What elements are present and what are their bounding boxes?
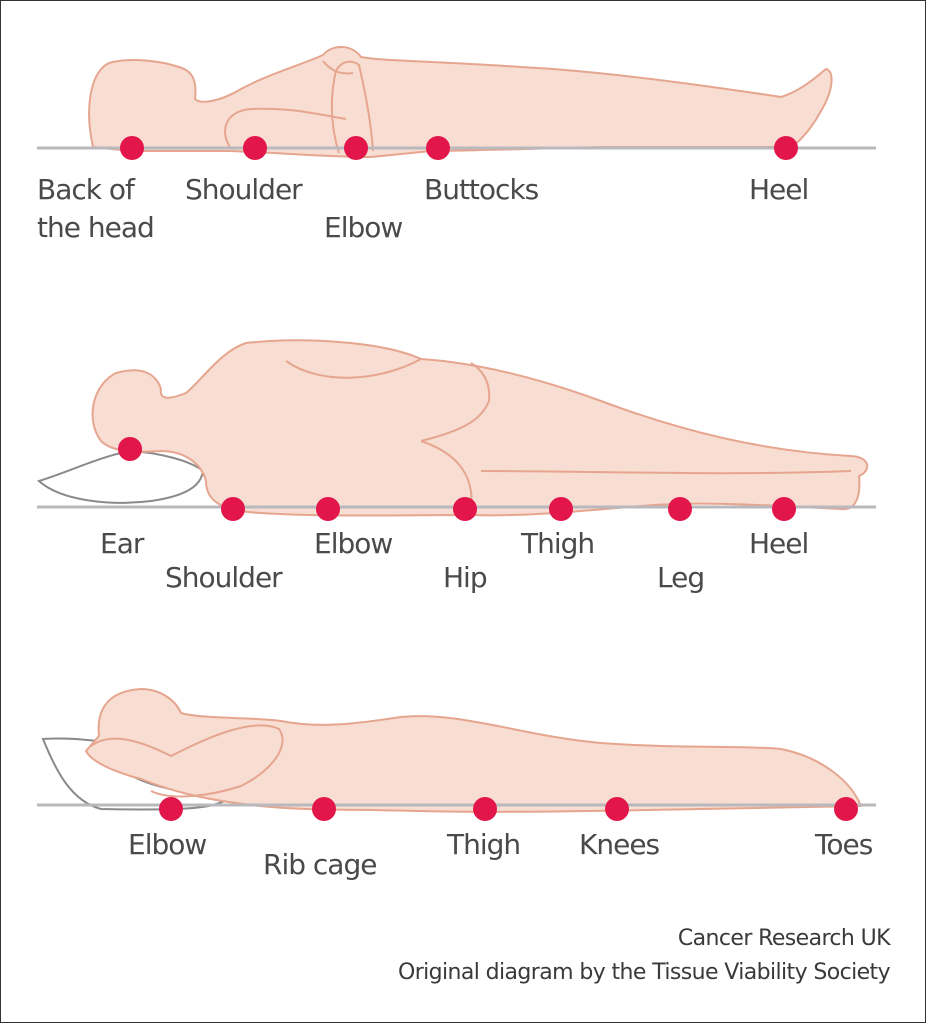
pressure-point (772, 497, 796, 521)
label-toes: Toes (814, 828, 873, 861)
label-leg: Leg (657, 561, 704, 594)
label-elbow: Elbow (128, 828, 206, 861)
pressure-point (668, 497, 692, 521)
pressure-point (453, 497, 477, 521)
label-shoulder: Shoulder (185, 173, 303, 206)
label-hip: Hip (443, 561, 487, 594)
label-ear: Ear (100, 527, 145, 560)
label-back-of-head-1: Back of (37, 173, 136, 206)
label-thigh: Thigh (446, 828, 520, 861)
pressure-point (344, 136, 368, 160)
pressure-point (159, 797, 183, 821)
pressure-point (221, 497, 245, 521)
label-rib-cage: Rib cage (263, 848, 376, 881)
label-shoulder: Shoulder (165, 561, 283, 594)
pressure-point (834, 797, 858, 821)
label-thigh: Thigh (520, 527, 594, 560)
pressure-point (774, 136, 798, 160)
label-heel: Heel (749, 173, 808, 206)
pressure-point (473, 797, 497, 821)
pressure-point (316, 497, 340, 521)
credit-original: Original diagram by the Tissue Viability… (398, 960, 891, 985)
pillow (37, 449, 205, 504)
label-knees: Knees (579, 828, 660, 861)
label-heel: Heel (749, 527, 808, 560)
pressure-point (118, 437, 142, 461)
supine-figure (88, 46, 833, 158)
label-back-of-head-2: the head (37, 211, 154, 244)
label-elbow: Elbow (314, 527, 392, 560)
credit-source: Cancer Research UK (678, 926, 891, 951)
pressure-point (312, 797, 336, 821)
side-lying-figure (91, 339, 869, 517)
pressure-point (549, 497, 573, 521)
label-elbow: Elbow (324, 211, 402, 244)
label-buttocks: Buttocks (424, 173, 539, 206)
prone-figure (85, 688, 862, 813)
pressure-point (426, 136, 450, 160)
pressure-point (243, 136, 267, 160)
pressure-point (120, 136, 144, 160)
pressure-point (605, 797, 629, 821)
